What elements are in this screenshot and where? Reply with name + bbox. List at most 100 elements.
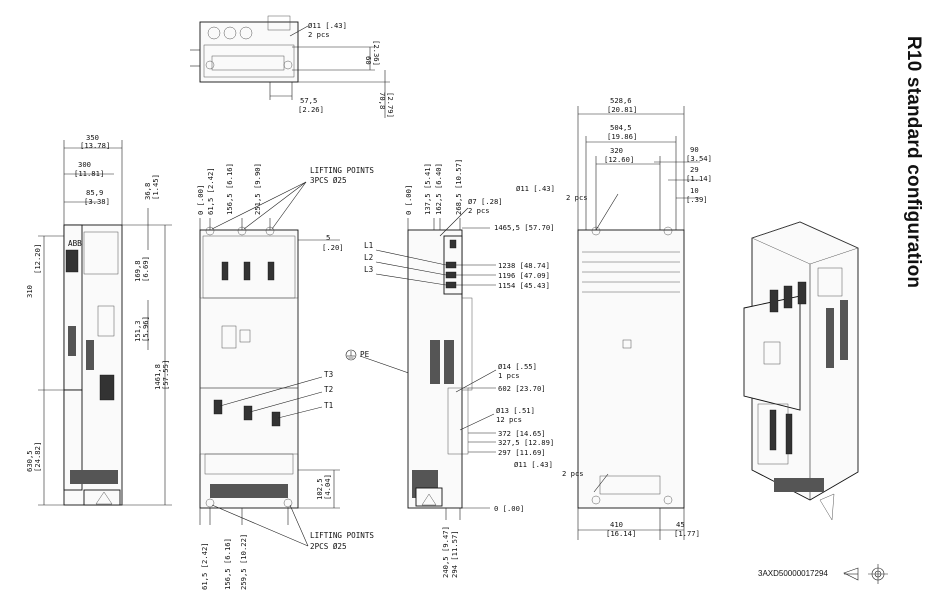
back-dim-90: 90 — [690, 145, 699, 154]
side-dim-630-5: 630,5 — [25, 450, 34, 472]
back-dim-45: 45 — [676, 520, 685, 529]
front-top-dim-156-5: 156,5 [6.16] — [225, 163, 234, 215]
section-hole-7: Ø7 [.28] — [468, 197, 503, 206]
ground-symbol-icon — [345, 349, 357, 361]
terminal-t1: T1 — [324, 401, 334, 410]
back-dim-320-in: [12.60] — [604, 155, 634, 164]
back-hole-top-qty: 2 pcs — [566, 193, 588, 202]
back-hole-top: Ø11 [.43] — [516, 184, 555, 193]
side-dim-151-3-in: [5.96] — [141, 316, 150, 342]
back-dim-410-in: [16.14] — [606, 529, 636, 538]
side-dim-169-8: 169,8 — [133, 260, 142, 282]
terminal-t2: T2 — [324, 385, 333, 394]
side-dim-85-9: 85,9 — [86, 188, 103, 197]
front-top-dim-251-5: 251,5 [9.90] — [253, 163, 262, 215]
lifting-top-label: LIFTING POINTS — [310, 166, 374, 175]
back-hole-bottom-qty: 2 pcs — [562, 469, 584, 478]
section-bottom-dim-240-5: 240,5 [9.47] — [441, 526, 450, 578]
back-dim-504-5: 504,5 — [610, 123, 632, 132]
back-view — [577, 106, 700, 540]
drawing-title: R10 standard configuration — [903, 36, 924, 289]
section-dim-327-5: 327,5 [12.89] — [498, 438, 554, 447]
lifting-bottom-qty: 2PCS Ø25 — [310, 542, 347, 551]
section-view — [375, 207, 497, 520]
line-l2: L2 — [364, 253, 373, 262]
front-top-dim-61-5: 61,5 [2.42] — [206, 167, 215, 215]
section-hole-14-qty: 1 pcs — [498, 371, 520, 380]
top-dim-57-5: 57,5 — [300, 96, 317, 105]
front-bottom-dim-61-5: 61,5 [2.42] — [200, 542, 209, 590]
section-hole-13: Ø13 [.51] — [496, 406, 535, 415]
side-view — [38, 140, 172, 506]
document-id: 3AXD50000017294 — [758, 569, 828, 578]
side-logo: ABB — [68, 239, 82, 248]
section-dim-602: 602 [23.70] — [498, 384, 546, 393]
side-dim-350: 350 — [86, 133, 99, 142]
side-dim-350-in: [13.78] — [80, 141, 110, 150]
terminal-t3: T3 — [324, 370, 333, 379]
side-dim-151-3: 151,3 — [133, 320, 142, 342]
top-dim-hole: Ø11 [.43] — [308, 21, 347, 30]
back-dim-528-6-in: [20.81] — [607, 105, 637, 114]
side-dim-36-8-in: [1.45] — [151, 174, 160, 200]
top-dim-70-8-in: [2.79] — [386, 92, 395, 118]
top-view — [190, 15, 390, 118]
side-dim-85-9-in: [3.38] — [84, 197, 110, 206]
back-dim-29: 29 — [690, 165, 699, 174]
side-dim-169-8-in: [6.69] — [141, 256, 150, 282]
lifting-bottom-label: LIFTING POINTS — [310, 531, 374, 540]
front-dim-102-5: 102,5 — [315, 478, 324, 500]
back-hole-bottom: Ø11 [.43] — [514, 460, 553, 469]
projection-symbol-icon — [843, 564, 888, 584]
section-hole-13-qty: 12 pcs — [496, 415, 522, 424]
section-hole-14: Ø14 [.55] — [498, 362, 537, 371]
back-dim-410: 410 — [610, 520, 623, 529]
top-dim-70-8: 70,8 — [378, 92, 387, 109]
line-l3: L3 — [364, 265, 373, 274]
section-dim-0-bottom: 0 [.00] — [494, 504, 524, 513]
back-dim-10-in: [.39] — [686, 195, 708, 204]
side-dim-300: 300 — [78, 160, 91, 169]
back-dim-45-in: [1.77] — [674, 529, 700, 538]
section-dim-297: 297 [11.69] — [498, 448, 546, 457]
front-top-dim-0: 0 [.00] — [196, 185, 205, 215]
front-bottom-dim-259-5: 259,5 [10.22] — [239, 534, 248, 590]
front-dim-5: 5 — [326, 233, 330, 242]
top-dim-60-in: [2.36] — [372, 40, 381, 66]
section-dim-1154: 1154 [45.43] — [498, 281, 550, 290]
section-hole-7-qty: 2 pcs — [468, 206, 490, 215]
top-dim-hole-qty: 2 pcs — [308, 30, 330, 39]
front-bottom-dim-156-5: 156,5 [6.16] — [223, 538, 232, 590]
section-top-dim-162-5: 162,5 [6.40] — [434, 163, 443, 215]
front-view — [199, 181, 441, 547]
side-dim-630-5-in: [24.82] — [33, 442, 42, 472]
top-dim-57-5-in: [2.26] — [298, 105, 324, 114]
side-dim-300-in: [11.81] — [74, 169, 104, 178]
back-dim-528-6: 528,6 — [610, 96, 632, 105]
section-bottom-dim-294: 294 [11.57] — [450, 530, 459, 578]
section-top-dim-268-5: 268,5 [10.57] — [454, 159, 463, 215]
lifting-top-qty: 3PCS Ø25 — [310, 176, 347, 185]
side-dim-1461-8: 1461,8 — [153, 364, 162, 390]
isometric-view — [743, 221, 859, 521]
front-dim-5-in: [.20] — [322, 243, 344, 252]
side-dim-310-in: [12.20] — [33, 244, 42, 274]
back-dim-10: 10 — [690, 186, 699, 195]
back-dim-90-in: [3.54] — [686, 154, 712, 163]
section-top-dim-137-5: 137,5 [5.41] — [423, 163, 432, 215]
back-dim-29-in: [1.14] — [686, 174, 712, 183]
back-dim-504-5-in: [19.86] — [607, 132, 637, 141]
front-dim-102-5-in: [4.04] — [323, 474, 332, 500]
line-l1: L1 — [364, 241, 374, 250]
back-dim-320: 320 — [610, 146, 623, 155]
side-dim-1461-8-in: [57.55] — [161, 360, 170, 390]
pe-label: PE — [360, 350, 370, 359]
side-dim-310: 310 — [25, 285, 34, 298]
section-dim-372: 372 [14.65] — [498, 429, 546, 438]
section-dim-1238: 1238 [48.74] — [498, 261, 550, 270]
section-dim-1465-5: 1465,5 [57.70] — [494, 223, 555, 232]
section-top-dim-0: 0 [.00] — [404, 185, 413, 215]
side-dim-36-8: 36,8 — [143, 183, 152, 200]
section-dim-1196: 1196 [47.09] — [498, 271, 550, 280]
